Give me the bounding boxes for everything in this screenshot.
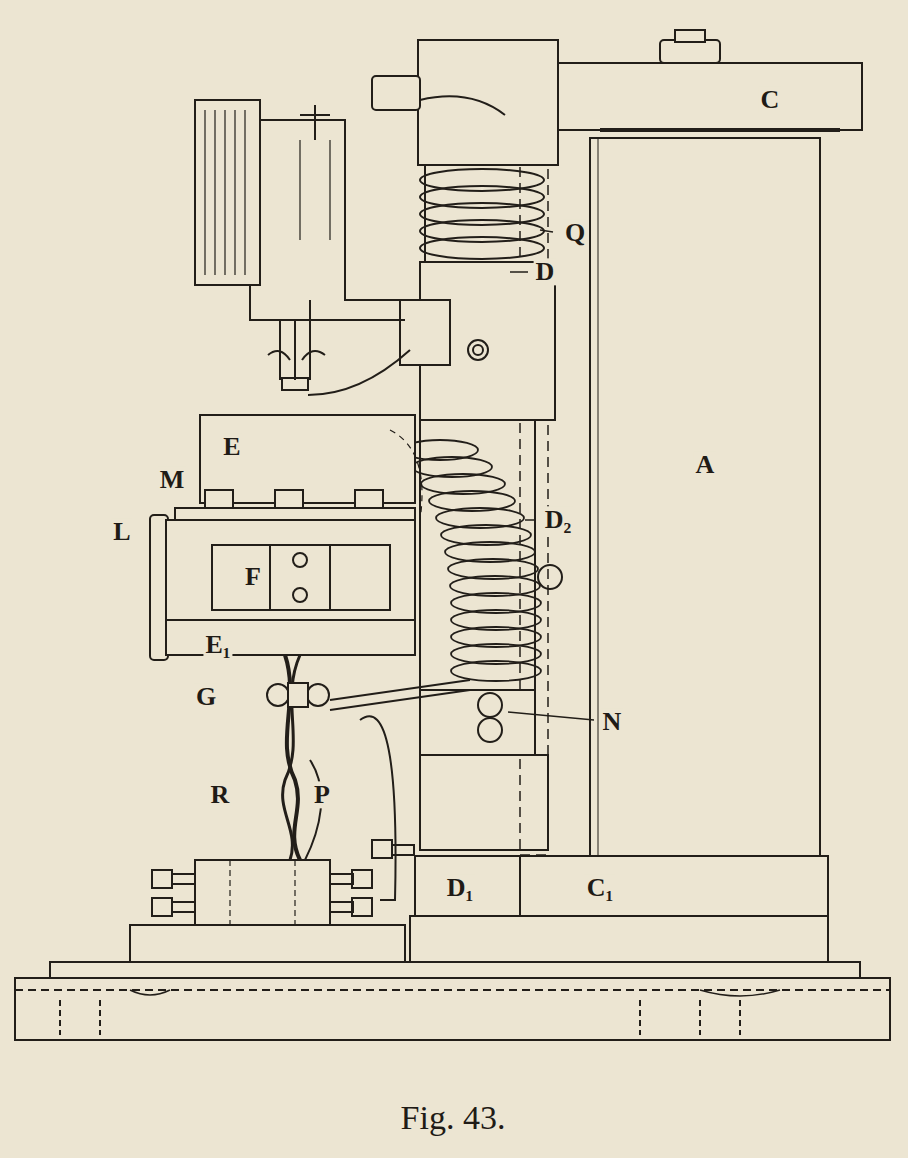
part-letter: L [111, 518, 132, 545]
part-letter: G [194, 683, 218, 710]
recording-mechanism [195, 100, 410, 395]
base-plate [15, 962, 890, 1040]
part-letter: E [221, 433, 242, 460]
column [410, 30, 862, 962]
coiled-tube [402, 440, 541, 681]
part-letter: P [312, 781, 332, 808]
part-letter: D₂ [543, 506, 574, 533]
part-letter: R [209, 781, 232, 808]
leader-lines [508, 230, 594, 720]
clamp-block [130, 840, 414, 962]
part-letter: D₁ [445, 874, 476, 901]
figure-caption: Fig. 43. [401, 1099, 506, 1137]
part-letter: Q [563, 219, 587, 246]
part-letter: F [243, 563, 263, 590]
part-letter: D [534, 258, 557, 285]
part-letter: A [694, 451, 717, 478]
frame [150, 415, 422, 660]
part-letter: C [759, 86, 782, 113]
part-letter: C₁ [585, 874, 616, 901]
part-letter: N [601, 708, 624, 735]
part-letter: E₁ [203, 631, 232, 658]
part-letter: M [158, 466, 187, 493]
